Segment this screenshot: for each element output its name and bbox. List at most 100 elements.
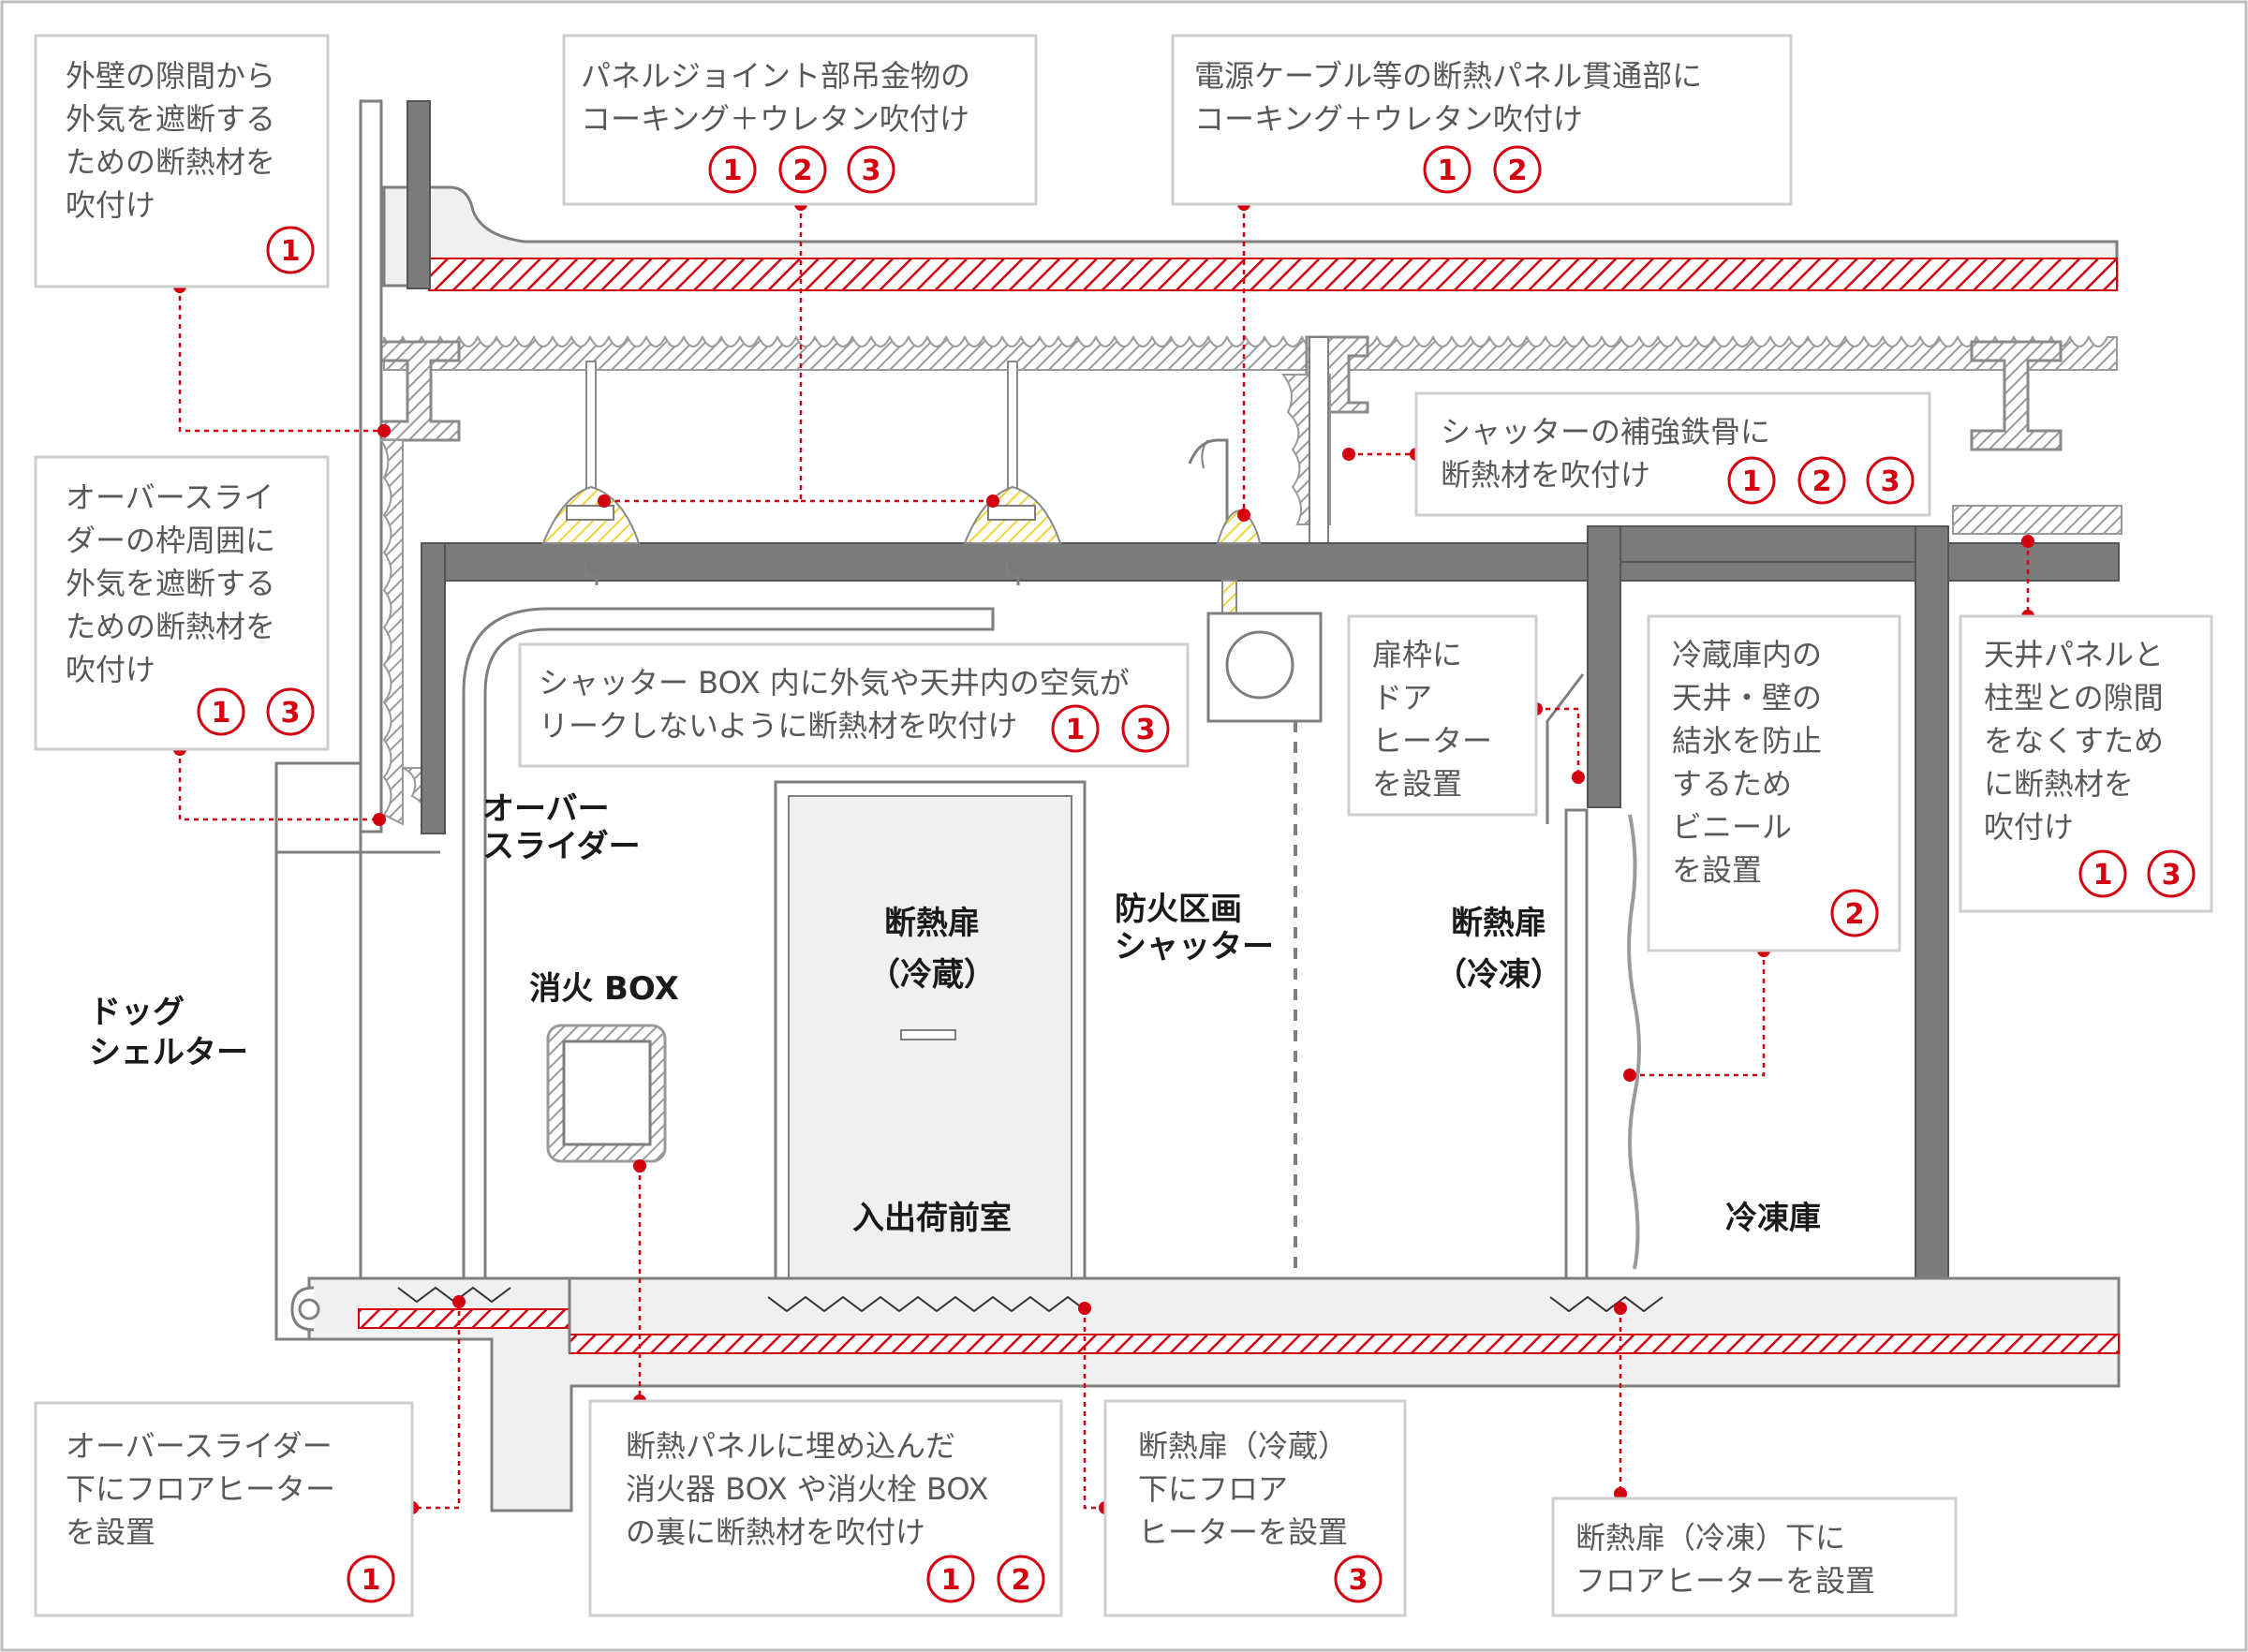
callout-vinyl: 冷蔵庫内の 天井・壁の 結氷を防止 するため ビニール を設置 2 bbox=[1647, 614, 1901, 952]
svg-text:を設置: を設置 bbox=[1372, 766, 1462, 802]
svg-text:3: 3 bbox=[1349, 1564, 1368, 1597]
svg-text:シャッター BOX 内に外気や天井内の空気が: シャッター BOX 内に外気や天井内の空気が bbox=[539, 665, 1130, 701]
svg-text:をなくすため: をなくすため bbox=[1984, 723, 2164, 759]
svg-text:1: 1 bbox=[1438, 155, 1457, 187]
label-dock-1: ドッグ bbox=[89, 994, 185, 1031]
label-chill-door-1: 断熱扉 bbox=[884, 905, 980, 942]
vinyl-sheet bbox=[1627, 814, 1641, 1270]
svg-text:電源ケーブル等の断熱パネル貫通部に: 電源ケーブル等の断熱パネル貫通部に bbox=[1194, 58, 1702, 94]
badge: 3 bbox=[2147, 849, 2196, 898]
floor-slab bbox=[290, 1276, 2121, 1512]
svg-text:コーキング＋ウレタン吹付け: コーキング＋ウレタン吹付け bbox=[1194, 101, 1583, 137]
left-wall-panel bbox=[421, 542, 446, 834]
svg-text:消火器 BOX や消火栓 BOX: 消火器 BOX や消火栓 BOX bbox=[626, 1471, 988, 1507]
shutter-box bbox=[1206, 612, 1323, 1283]
extinguisher-box bbox=[546, 1024, 667, 1163]
badge: 1 bbox=[1727, 456, 1776, 505]
svg-text:結氷を防止: 結氷を防止 bbox=[1672, 723, 1822, 759]
svg-text:3: 3 bbox=[281, 697, 301, 730]
badge: 1 bbox=[1051, 704, 1100, 753]
badge: 3 bbox=[847, 145, 895, 194]
left-steel-beam bbox=[377, 340, 461, 442]
svg-text:1: 1 bbox=[723, 155, 743, 187]
label-dock-2: シェルター bbox=[89, 1034, 248, 1071]
svg-text:断熱扉（冷凍）下に: 断熱扉（冷凍）下に bbox=[1575, 1520, 1845, 1556]
callout-chill-door-heater: 断熱扉（冷蔵） 下にフロア ヒーターを設置 3 bbox=[1103, 1399, 1407, 1617]
svg-text:ための断熱材を: ための断熱材を bbox=[66, 144, 275, 180]
callout-ceiling-column-gap: 天井パネルと 柱型との隙間 をなくすため に断熱材を 吹付け 1 3 bbox=[1959, 614, 2213, 913]
callout-freeze-door-heater: 断熱扉（冷凍）下に フロアヒーターを設置 bbox=[1551, 1497, 1958, 1617]
badge: 1 bbox=[2078, 849, 2127, 898]
svg-text:フロアヒーターを設置: フロアヒーターを設置 bbox=[1575, 1563, 1875, 1599]
svg-text:外気を遮断する: 外気を遮断する bbox=[66, 101, 275, 137]
svg-text:外壁の隙間から: 外壁の隙間から bbox=[66, 58, 275, 94]
svg-text:ドア: ドア bbox=[1372, 680, 1432, 715]
svg-text:断熱パネルに埋め込んだ: 断熱パネルに埋め込んだ bbox=[626, 1428, 955, 1464]
chill-door bbox=[774, 780, 1087, 1285]
svg-text:外気を遮断する: 外気を遮断する bbox=[66, 566, 275, 601]
badge: 3 bbox=[266, 687, 315, 736]
freezer-partition bbox=[1546, 525, 1949, 1359]
label-freeze-door-2: （冷凍） bbox=[1435, 956, 1562, 994]
svg-text:を設置: を設置 bbox=[66, 1514, 155, 1550]
badge: 1 bbox=[266, 226, 315, 274]
svg-text:吹付け: 吹付け bbox=[66, 187, 155, 223]
callout-outer-wall-gap: 外壁の隙間から 外気を遮断する ための断熱材を 吹付け 1 bbox=[34, 34, 330, 288]
label-anteroom: 入出荷前室 bbox=[852, 1200, 1012, 1237]
badge: 1 bbox=[347, 1555, 395, 1603]
badge: 2 bbox=[1493, 145, 1542, 194]
svg-text:2: 2 bbox=[1508, 155, 1528, 187]
svg-text:するため: するため bbox=[1672, 766, 1792, 802]
svg-text:オーバースライ: オーバースライ bbox=[66, 479, 274, 515]
svg-text:冷蔵庫内の: 冷蔵庫内の bbox=[1672, 637, 1822, 672]
overslider-track bbox=[462, 607, 995, 1294]
svg-text:断熱材を吹付け: 断熱材を吹付け bbox=[1441, 457, 1650, 493]
label-overslider-1: オーバー bbox=[482, 790, 610, 828]
badge: 1 bbox=[1423, 145, 1472, 194]
callout-overslider-floor-heater: オーバースライダー 下にフロアヒーター を設置 1 bbox=[34, 1401, 414, 1617]
shutter-reinforcement-steel bbox=[1281, 335, 1369, 544]
svg-text:ヒーター: ヒーター bbox=[1372, 723, 1492, 759]
label-freeze-door-1: 断熱扉 bbox=[1451, 905, 1546, 942]
leader-lines bbox=[173, 198, 2034, 1514]
callout-shutter-steel: シャッターの補強鉄骨に 断熱材を吹付け 1 2 3 bbox=[1414, 391, 1931, 517]
badge: 3 bbox=[1121, 704, 1170, 753]
svg-text:3: 3 bbox=[1881, 465, 1900, 498]
label-fire-shutter-1: 防火区画 bbox=[1115, 891, 1242, 928]
svg-text:吹付け: 吹付け bbox=[66, 652, 155, 687]
label-fire-box: 消火 BOX bbox=[529, 970, 679, 1008]
right-steel-beam bbox=[1952, 340, 2122, 535]
svg-text:ヒーターを設置: ヒーターを設置 bbox=[1138, 1514, 1348, 1550]
badge: 3 bbox=[1866, 456, 1915, 505]
svg-text:ための断熱材を: ための断熱材を bbox=[66, 609, 275, 644]
callout-cable-penetration: 電源ケーブル等の断熱パネル貫通部に コーキング＋ウレタン吹付け 1 2 bbox=[1171, 34, 1793, 206]
parapet bbox=[407, 100, 431, 289]
hanger-left bbox=[541, 361, 641, 585]
room-labels: オーバー スライダー ドッグ シェルター 消火 BOX 断熱扉 （冷蔵） 入出荷… bbox=[89, 790, 1821, 1237]
heater-zigzag-chill bbox=[767, 1295, 1087, 1313]
label-chill-door-2: （冷蔵） bbox=[868, 956, 996, 994]
callout-panel-joint-hanger: パネルジョイント部吊金物の コーキング＋ウレタン吹付け 1 2 3 bbox=[562, 34, 1038, 206]
svg-text:2: 2 bbox=[793, 155, 813, 187]
svg-text:1: 1 bbox=[2093, 859, 2113, 892]
dock-shelter-frame bbox=[274, 761, 362, 1341]
svg-text:シャッターの補強鉄骨に: シャッターの補強鉄骨に bbox=[1441, 414, 1770, 450]
label-overslider-2: スライダー bbox=[482, 828, 641, 865]
callout-overslider-frame: オーバースライ ダーの枠周囲に 外気を遮断する ための断熱材を 吹付け 1 3 bbox=[34, 455, 330, 751]
svg-text:オーバースライダー: オーバースライダー bbox=[66, 1428, 333, 1464]
svg-text:3: 3 bbox=[862, 155, 881, 187]
badge: 1 bbox=[708, 145, 757, 194]
badge: 2 bbox=[1830, 889, 1879, 937]
badge: 3 bbox=[1334, 1555, 1383, 1603]
heater-zigzag-freeze bbox=[1549, 1295, 1664, 1313]
label-freezer: 冷凍庫 bbox=[1725, 1200, 1821, 1237]
svg-text:2: 2 bbox=[1812, 465, 1832, 498]
svg-text:1: 1 bbox=[281, 235, 301, 268]
callout-shutter-box: シャッター BOX 内に外気や天井内の空気が リークしないように断熱材を吹付け … bbox=[518, 642, 1190, 768]
svg-text:柱型との隙間: 柱型との隙間 bbox=[1984, 680, 2164, 715]
roof-insulation-layer bbox=[428, 258, 2118, 291]
label-fire-shutter-2: シャッター bbox=[1115, 928, 1274, 966]
svg-text:天井パネルと: 天井パネルと bbox=[1984, 637, 2164, 672]
cable-penetration bbox=[1188, 438, 1262, 619]
hanger-middle bbox=[963, 361, 1062, 585]
